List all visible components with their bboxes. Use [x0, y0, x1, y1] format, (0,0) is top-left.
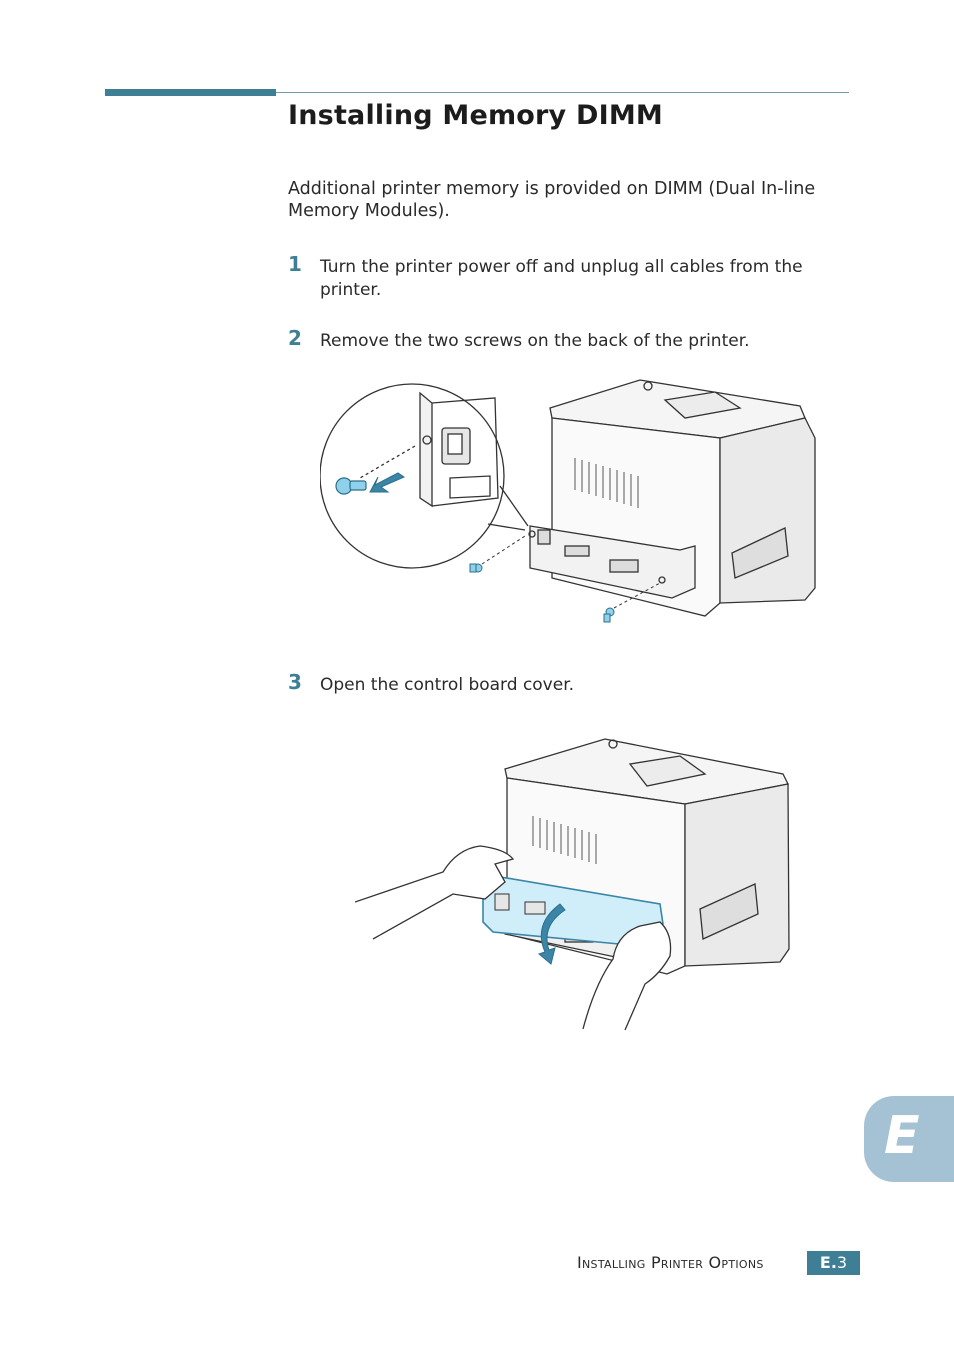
- step-1: 1 Turn the printer power off and unplug …: [288, 252, 848, 302]
- step-number: 2: [288, 326, 302, 350]
- open-control-board-cover-illustration: [355, 738, 790, 1031]
- header-rule-thin: [276, 92, 849, 93]
- step-3: 3 Open the control board cover.: [288, 670, 848, 697]
- step-text: Remove the two screws on the back of the…: [320, 331, 750, 351]
- step-text: Turn the printer power off and unplug al…: [320, 257, 803, 300]
- footer-section-title: Installing Printer Options: [577, 1253, 764, 1272]
- page-number-badge: E.3: [807, 1251, 860, 1275]
- page-title: Installing Memory DIMM: [288, 100, 663, 131]
- chapter-tab: E: [864, 1096, 954, 1182]
- intro-paragraph: Additional printer memory is provided on…: [288, 179, 816, 221]
- printer-rear-screws-illustration: [320, 379, 816, 623]
- step-text: Open the control board cover.: [320, 675, 575, 695]
- step-2: 2 Remove the two screws on the back of t…: [288, 326, 848, 353]
- page-prefix: E.: [819, 1253, 837, 1272]
- step-number: 1: [288, 252, 302, 276]
- header-rule-thick: [105, 89, 276, 96]
- page-number: 3: [836, 1253, 848, 1272]
- step-number: 3: [288, 670, 302, 694]
- chapter-letter: E: [884, 1106, 920, 1166]
